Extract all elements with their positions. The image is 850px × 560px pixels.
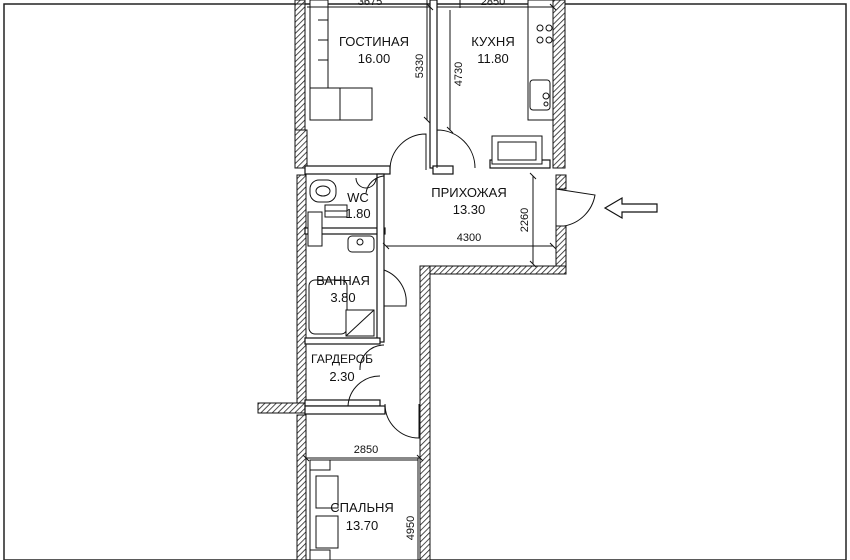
wc-fixtures — [309, 177, 377, 218]
kitchen-area: 11.80 — [477, 51, 509, 66]
dim-kitchen-depth: 4730 — [453, 62, 465, 86]
wardrobe-area: 2.30 — [329, 369, 354, 384]
kitchen-fixtures — [459, 0, 554, 165]
bedroom-area: 13.70 — [346, 518, 379, 533]
wc-name: WC — [347, 190, 369, 205]
living-room-name: ГОСТИНАЯ — [339, 34, 409, 49]
hall-name: ПРИХОЖАЯ — [431, 185, 507, 200]
dim-bedroom-width: 2850 — [354, 444, 378, 456]
wc-area: 1.80 — [345, 206, 370, 221]
bath-name: ВАННАЯ — [316, 273, 370, 288]
dim-bedroom-depth: 4950 — [405, 516, 417, 540]
bath-fixtures — [307, 211, 375, 337]
wardrobe-name: ГАРДЕРОБ — [311, 352, 373, 366]
dim-hall-depth: 2260 — [519, 208, 531, 232]
bedroom-furniture — [309, 459, 419, 560]
entrance-arrow-icon — [603, 196, 658, 220]
hall-area: 13.30 — [453, 202, 486, 217]
bedroom-name: СПАЛЬНЯ — [330, 500, 394, 515]
doors — [347, 129, 596, 439]
dim-living-width: 3675 — [358, 0, 382, 8]
living-room-area: 16.00 — [358, 51, 391, 66]
dim-living-depth: 5330 — [414, 54, 426, 78]
dim-kitchen-width: 2850 — [481, 0, 505, 8]
kitchen-name: КУХНЯ — [471, 34, 514, 49]
bath-area: 3.80 — [330, 290, 355, 305]
exterior-walls — [257, 0, 567, 560]
dimension-lines — [302, 0, 557, 560]
living-furniture — [309, 0, 373, 121]
interior-walls — [304, 0, 551, 415]
sheet-frame — [3, 3, 847, 560]
dim-hall-width: 4300 — [457, 232, 481, 244]
